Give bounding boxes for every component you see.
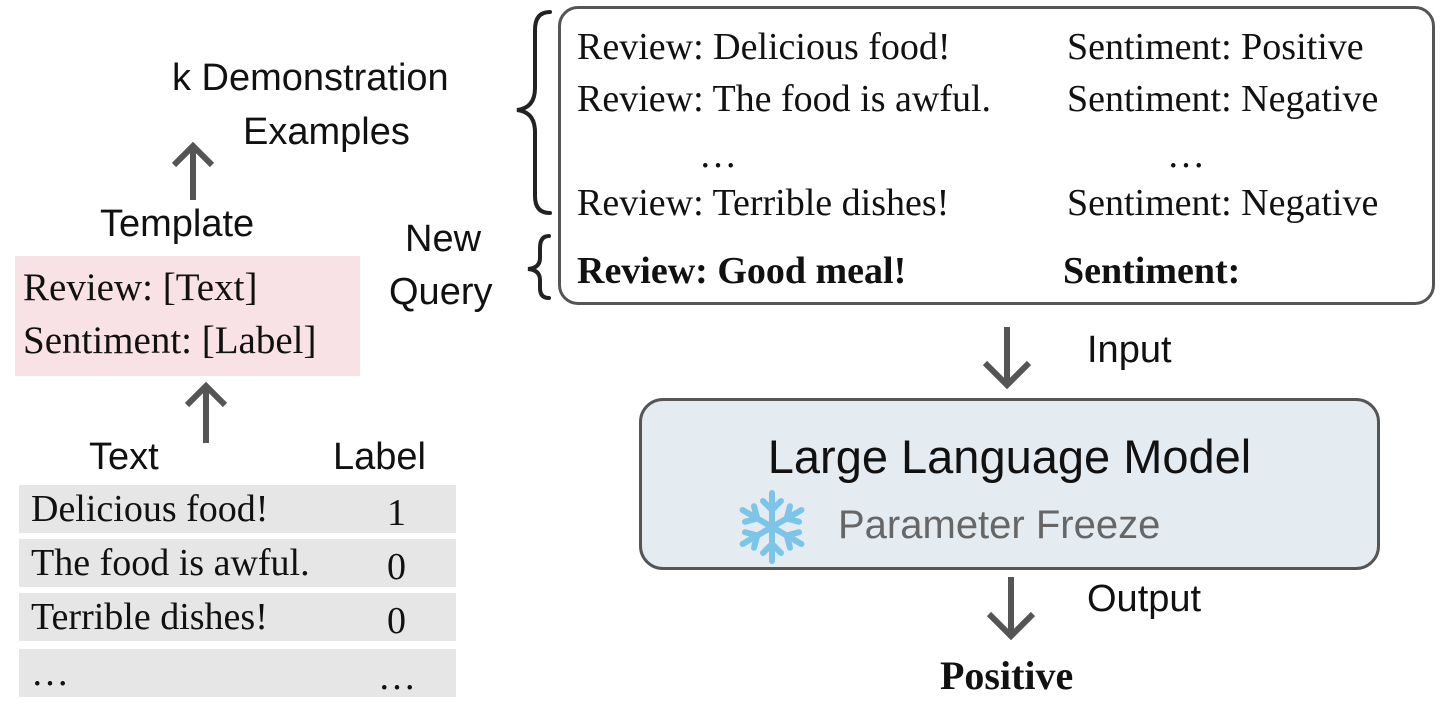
- table-cell-text: …: [31, 652, 69, 694]
- demonstration-box: Review: Delicious food! Sentiment: Posit…: [558, 6, 1435, 305]
- demo-examples-title-line1: k Demonstration: [172, 57, 449, 99]
- table-row: Terrible dishes! 0: [19, 593, 456, 642]
- brace-new-query: [527, 234, 551, 300]
- query-review: Review: Good meal!: [577, 250, 907, 292]
- table-row: The food is awful. 0: [19, 539, 456, 588]
- template-box: Review: [Text] Sentiment: [Label]: [15, 256, 360, 376]
- demo-examples-title-line2: Examples: [243, 111, 410, 153]
- table-cell-text: The food is awful.: [31, 542, 310, 584]
- brace-demonstrations: [516, 10, 552, 215]
- table-cell-label: 1: [387, 492, 406, 534]
- example-ellipsis-sentiment: …: [1167, 134, 1205, 176]
- example-sentiment: Sentiment: Negative: [1067, 182, 1379, 224]
- table-cell-label: …: [378, 656, 416, 698]
- table-cell-text: Delicious food!: [31, 488, 269, 530]
- template-line-sentiment: Sentiment: [Label]: [23, 319, 317, 362]
- query-sentiment: Sentiment:: [1063, 250, 1241, 292]
- template-line-review: Review: [Text]: [23, 266, 258, 309]
- output-label: Output: [1087, 578, 1202, 620]
- input-label: Input: [1087, 329, 1172, 371]
- template-title: Template: [100, 203, 255, 245]
- new-query-label-line1: New: [405, 218, 482, 260]
- llm-box: Large Language Model: [639, 398, 1380, 570]
- table-row: … …: [19, 649, 456, 698]
- table-header-label: Label: [333, 436, 426, 478]
- llm-subtitle: Parameter Freeze: [838, 503, 1161, 547]
- output-value: Positive: [940, 653, 1074, 698]
- arrow-input: [982, 327, 1032, 390]
- example-review: Review: Terrible dishes!: [577, 182, 950, 224]
- example-sentiment: Sentiment: Negative: [1067, 78, 1379, 120]
- example-review: Review: The food is awful.: [577, 78, 992, 120]
- arrow-output: [986, 577, 1036, 641]
- table-cell-text: Terrible dishes!: [31, 596, 268, 638]
- llm-title: Large Language Model: [767, 430, 1252, 483]
- example-sentiment: Sentiment: Positive: [1067, 26, 1364, 68]
- table-cell-label: 0: [387, 546, 406, 588]
- new-query-label-line2: Query: [389, 271, 493, 313]
- example-ellipsis-review: …: [699, 134, 737, 176]
- table-cell-label: 0: [387, 600, 406, 642]
- arrow-template-to-demos: [171, 141, 215, 200]
- example-review: Review: Delicious food!: [577, 26, 951, 68]
- table-row: Delicious food! 1: [19, 485, 456, 534]
- snowflake-icon: [732, 487, 812, 567]
- table-header-text: Text: [89, 436, 159, 478]
- arrow-table-to-template: [184, 381, 228, 443]
